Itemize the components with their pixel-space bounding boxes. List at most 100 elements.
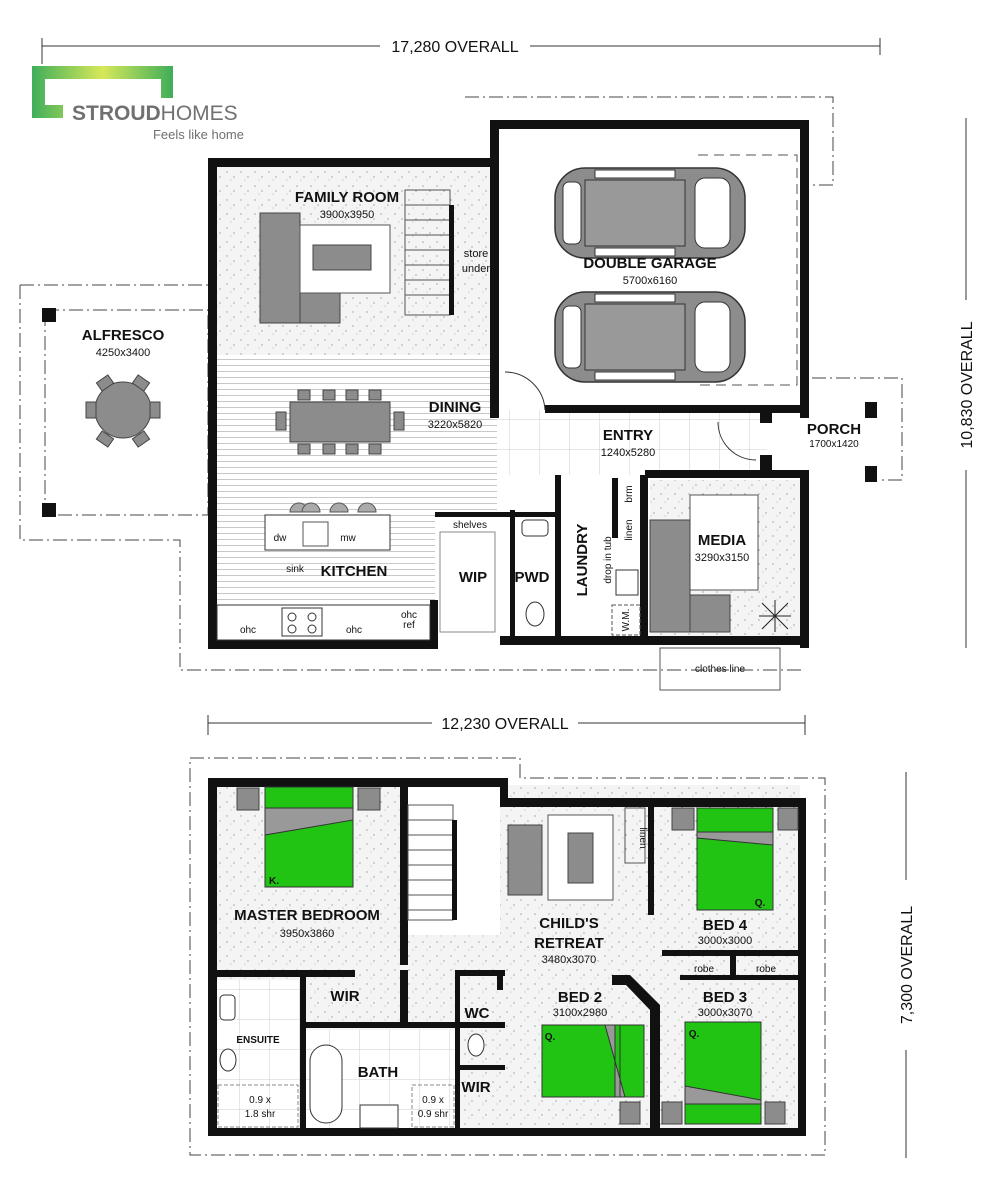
bed-3-queen-bed bbox=[684, 1021, 762, 1125]
king-bed-label: K. bbox=[269, 876, 279, 887]
basin-icon bbox=[359, 1104, 399, 1129]
sink-icon bbox=[302, 521, 329, 547]
tub-note: drop in tub bbox=[603, 536, 614, 584]
ground-depth-dimension: 10,830 OVERALL bbox=[959, 118, 976, 648]
bed-3-bed-label: Q. bbox=[689, 1029, 700, 1040]
ground-width-dimension: 17,280 OVERALL bbox=[41, 38, 881, 64]
ground-overall-width: 17,280 OVERALL bbox=[391, 39, 518, 56]
bath-label: BATH bbox=[358, 1064, 399, 1081]
coffee-table bbox=[312, 244, 372, 271]
ensuite-label: ENSUITE bbox=[236, 1035, 280, 1046]
dining-size: 3220x5820 bbox=[428, 419, 482, 431]
bed-4-label: BED 4 bbox=[703, 917, 748, 934]
media-size: 3290x3150 bbox=[695, 552, 749, 564]
bed-4-bed-label: Q. bbox=[755, 898, 766, 909]
garage-door-swing[interactable] bbox=[504, 371, 546, 411]
double-garage-size: 5700x6160 bbox=[623, 275, 677, 287]
bed-3-size: 3000x3070 bbox=[698, 1007, 752, 1019]
shower-2-type: 0.9 shr bbox=[418, 1109, 449, 1120]
media-label: MEDIA bbox=[698, 532, 747, 549]
shower-2-size: 0.9 x bbox=[422, 1095, 444, 1106]
cooktop-icon bbox=[281, 607, 323, 637]
ohc-note: ohc bbox=[240, 625, 256, 636]
dining-table bbox=[275, 389, 405, 455]
pwd-label: PWD bbox=[515, 569, 550, 586]
double-garage-label: DOUBLE GARAGE bbox=[583, 255, 716, 272]
stroud-homes-logo: STROUDHOMES Feels like home bbox=[32, 66, 244, 142]
shower-ensuite bbox=[217, 1084, 299, 1128]
outdoor-table bbox=[85, 374, 161, 448]
laundry-label: LAUNDRY bbox=[574, 524, 591, 597]
logo-name-light: HOMES bbox=[161, 102, 238, 125]
alfresco-size: 4250x3400 bbox=[96, 347, 150, 359]
toilet-icon bbox=[525, 601, 545, 627]
bed-4-size: 3000x3000 bbox=[698, 935, 752, 947]
logo-tagline: Feels like home bbox=[153, 127, 244, 142]
upper-staircase bbox=[407, 787, 500, 935]
ohc-ref-note: ohc bbox=[401, 610, 417, 621]
childs-retreat-size: 3480x3070 bbox=[542, 954, 596, 966]
car-icon bbox=[554, 291, 746, 383]
master-bedroom-size: 3950x3860 bbox=[280, 928, 334, 940]
upper-overall-width: 12,230 OVERALL bbox=[441, 716, 568, 733]
entry-size: 1240x5280 bbox=[601, 447, 655, 459]
microwave-note: mw bbox=[340, 533, 356, 544]
wip-label: WIP bbox=[459, 569, 487, 586]
under-note: under bbox=[462, 263, 490, 275]
car-icon bbox=[554, 167, 746, 259]
ground-overall-depth: 10,830 OVERALL bbox=[959, 321, 976, 448]
upper-overall-depth: 7,300 OVERALL bbox=[899, 906, 916, 1024]
front-door[interactable] bbox=[717, 421, 757, 461]
bed-2-bed-label: Q. bbox=[545, 1032, 556, 1043]
entry-label: ENTRY bbox=[603, 427, 653, 444]
retreat-sofa bbox=[507, 824, 543, 896]
basin-icon bbox=[521, 519, 549, 537]
ground-walls bbox=[208, 120, 877, 649]
porch-size: 1700x1420 bbox=[809, 439, 859, 450]
broom-note: brm bbox=[624, 485, 635, 502]
dining-label: DINING bbox=[429, 399, 482, 416]
robe-note: robe bbox=[694, 964, 714, 975]
robe-note: robe bbox=[756, 964, 776, 975]
toilet-icon bbox=[467, 1033, 485, 1057]
king-bed bbox=[264, 786, 354, 888]
bathtub-icon bbox=[309, 1044, 343, 1124]
linen-note: linen bbox=[637, 827, 648, 848]
wir-2-label: WIR bbox=[461, 1079, 490, 1096]
family-room-label: FAMILY ROOM bbox=[295, 189, 399, 206]
family-room-size: 3900x3950 bbox=[320, 209, 374, 221]
store-note: store bbox=[464, 248, 488, 260]
bed-2-queen-bed bbox=[541, 1024, 645, 1098]
ground-staircase bbox=[404, 189, 454, 316]
porch-label: PORCH bbox=[807, 421, 861, 438]
shelves-note: shelves bbox=[453, 520, 487, 531]
bed-4-queen-bed bbox=[696, 807, 774, 911]
ohc-note: ohc bbox=[346, 625, 362, 636]
svg-text:STROUDHOMES: STROUDHOMES bbox=[72, 102, 238, 125]
upper-width-dimension: 12,230 OVERALL bbox=[207, 715, 806, 735]
kitchen-bench bbox=[216, 604, 431, 641]
bed-3-label: BED 3 bbox=[703, 989, 747, 1006]
clothes-line-note: clothes line bbox=[695, 664, 745, 675]
media-rug bbox=[689, 494, 759, 591]
wir-label: WIR bbox=[330, 988, 359, 1005]
wc-label: WC bbox=[465, 1005, 490, 1022]
bed-2-label: BED 2 bbox=[558, 989, 602, 1006]
plant-icon bbox=[759, 600, 791, 632]
ohc-ref-note: ref bbox=[403, 620, 415, 631]
shower-1-size: 0.9 x bbox=[249, 1095, 271, 1106]
toilet-icon bbox=[219, 1048, 237, 1072]
sink-note: sink bbox=[286, 564, 305, 575]
upper-depth-dimension: 7,300 OVERALL bbox=[899, 772, 916, 1158]
childs-retreat-label-2: RETREAT bbox=[534, 935, 604, 952]
bed-2-size: 3100x2980 bbox=[553, 1007, 607, 1019]
kitchen-label: KITCHEN bbox=[321, 563, 388, 580]
shower-1-type: 1.8 shr bbox=[245, 1109, 276, 1120]
linen-note: linen bbox=[624, 519, 635, 540]
tub-icon bbox=[615, 569, 639, 596]
upper-walls bbox=[208, 778, 806, 1136]
logo-name-bold: STROUD bbox=[72, 102, 161, 125]
washing-machine-note: W.M. bbox=[621, 609, 632, 632]
alfresco-label: ALFRESCO bbox=[82, 327, 165, 344]
